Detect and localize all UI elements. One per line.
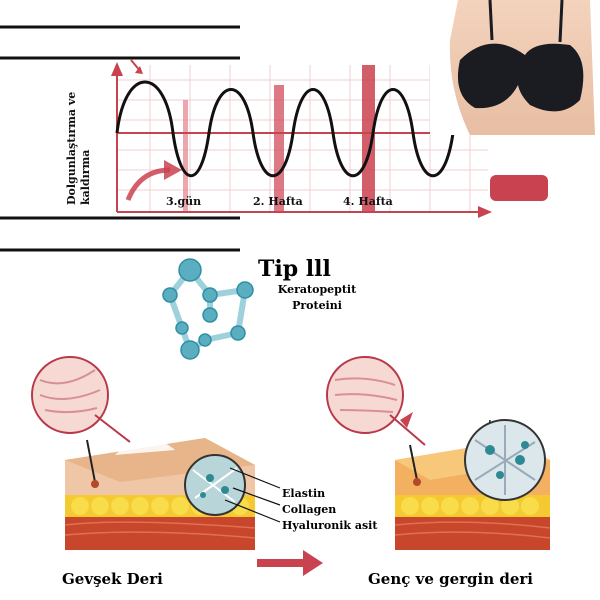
skin-after-illustration	[326, 356, 551, 550]
rise-arrow	[125, 167, 171, 201]
y-axis-label-line2: kaldırma	[79, 150, 92, 205]
marker-label-day3: 3.gün	[166, 195, 201, 208]
caption-after: Genç ve gergin deri	[368, 570, 533, 588]
progress-bar-medium	[274, 85, 284, 212]
layer-label-collagen: Collagen	[282, 503, 337, 516]
fiber-magnifier	[184, 454, 246, 516]
y-axis-arrow	[111, 62, 123, 76]
skin-before-illustration	[31, 356, 281, 550]
progress-bar-short	[183, 100, 188, 212]
progress-bar-tall	[362, 65, 375, 212]
rise-arrow-head	[164, 160, 182, 180]
layer-label-hyaluronic: Hyaluronik asit	[282, 519, 378, 532]
molecule-icon	[162, 258, 254, 360]
marker-label-week2: 2. Hafta	[253, 195, 303, 208]
garment-shape	[457, 43, 584, 112]
model-photo	[430, 0, 600, 135]
protein-subtitle-line1: Keratopeptit	[277, 283, 357, 296]
protein-subtitle: Keratopeptit Proteini	[272, 282, 362, 314]
layer-label-elastin: Elastin	[282, 487, 326, 500]
breast-tissue-inset	[31, 356, 109, 434]
legend-pill	[490, 175, 548, 201]
start-arrow-head	[135, 66, 143, 74]
x-axis-arrow	[478, 206, 492, 218]
wave-line	[115, 80, 468, 178]
transition-arrow	[257, 550, 323, 576]
caption-before: Gevşek Deri	[62, 570, 163, 588]
growth-chart: Dolgunlaştırma ve kaldırma 3.gün 2. Haft…	[0, 25, 548, 252]
protein-subtitle-line2: Proteini	[292, 299, 342, 312]
protein-type-title: Tip lll	[258, 256, 331, 282]
marker-label-week4: 4. Hafta	[343, 195, 393, 208]
y-axis-label-line1: Dolgunlaştırma ve	[65, 92, 78, 205]
